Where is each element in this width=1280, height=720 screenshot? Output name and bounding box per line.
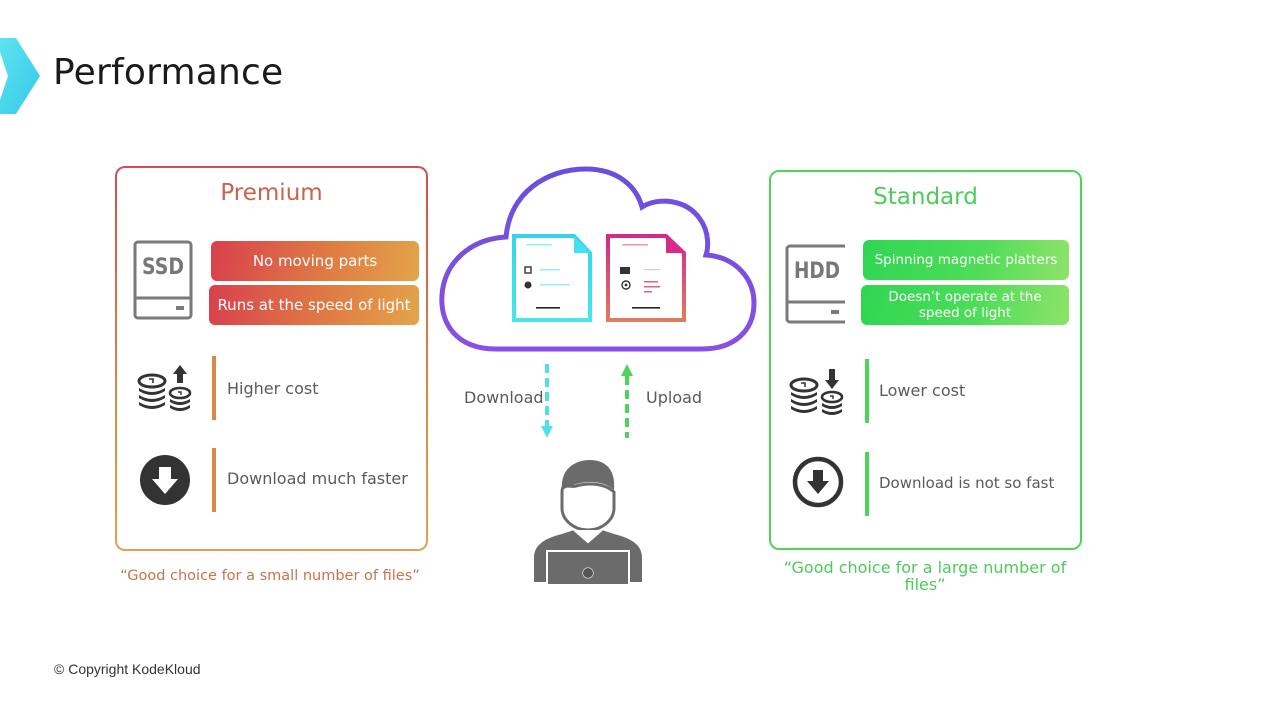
premium-download-text: Download much faster [227, 469, 408, 488]
standard-cost-text: Lower cost [879, 381, 966, 400]
page-title: Performance [53, 52, 284, 93]
standard-card: Standard HDD Spinning magnetic platters … [769, 170, 1082, 550]
upload-arrow-icon [621, 364, 633, 438]
brand-chevron-icon [0, 38, 40, 114]
user-laptop-icon [534, 460, 642, 584]
cloud-storage-icon [439, 166, 757, 352]
standard-download-divider [865, 452, 869, 516]
download-outline-icon [792, 456, 844, 508]
download-arrow-icon [541, 364, 553, 438]
standard-cost-divider [865, 359, 869, 423]
premium-cost-text: Higher cost [227, 379, 319, 398]
premium-cost-divider [212, 356, 216, 420]
svg-text:SSD: SSD [142, 255, 184, 280]
download-label: Download [464, 388, 544, 407]
standard-quote: “Good choice for a large number of files… [783, 558, 1067, 594]
document-other-icon [606, 234, 686, 322]
svg-text:HDD: HDD [794, 259, 840, 284]
coins-up-icon [137, 365, 192, 411]
standard-feature-pill: Spinning magnetic platters [863, 240, 1069, 280]
download-solid-icon [140, 455, 190, 505]
copyright-text: © Copyright KodeKloud [54, 661, 201, 677]
coins-down-icon [789, 369, 844, 415]
premium-quote: “Good choice for a small number of files… [120, 568, 420, 584]
hdd-drive-icon: HDD [785, 244, 845, 324]
premium-feature-pill: No moving parts [211, 241, 419, 281]
standard-download-text: Download is not so fast [879, 474, 1055, 492]
premium-feature-pill: Runs at the speed of light [209, 285, 419, 325]
standard-title: Standard [873, 184, 978, 210]
premium-download-divider [212, 448, 216, 512]
ssd-drive-icon: SSD [133, 240, 193, 320]
document-hot-icon [512, 234, 592, 322]
standard-feature-pill: Doesn’t operate at the speed of light [861, 285, 1069, 325]
premium-title: Premium [220, 180, 323, 206]
upload-label: Upload [646, 388, 703, 407]
premium-card: Premium SSD No moving parts Runs at the … [115, 166, 428, 551]
